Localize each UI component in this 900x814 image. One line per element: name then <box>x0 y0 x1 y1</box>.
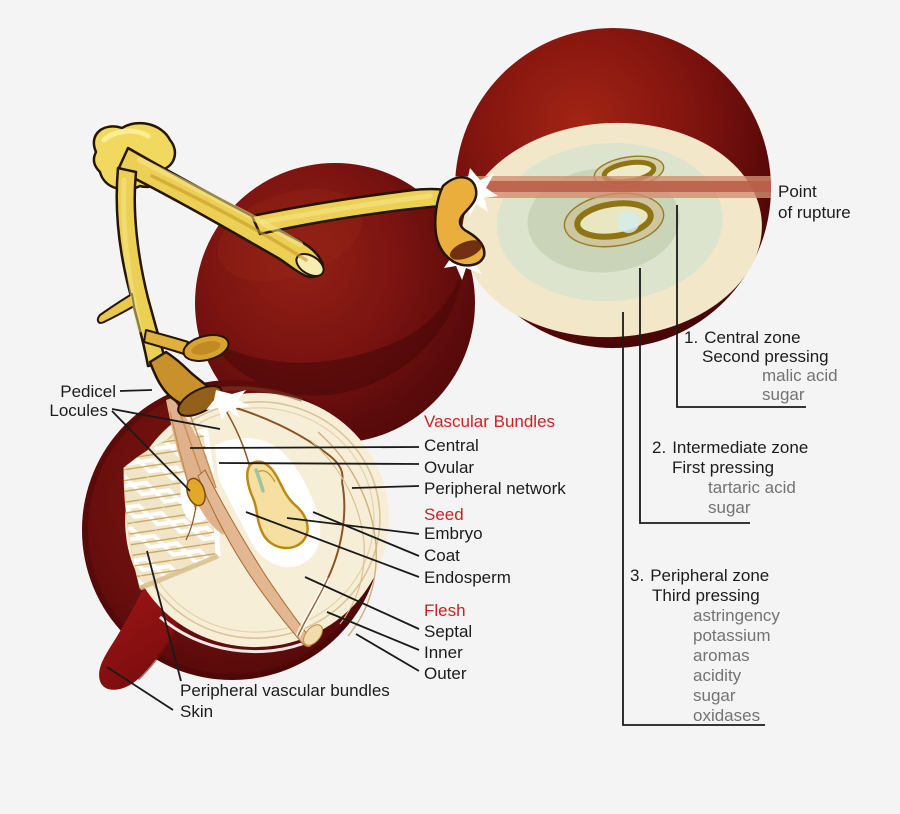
leader-central <box>189 446 420 449</box>
bracket-peripheral-zone <box>622 312 765 726</box>
leader-embryo <box>286 517 420 535</box>
ovule-bundle-blob <box>185 477 206 541</box>
label-ovular: Ovular <box>424 458 475 477</box>
label-septal: Septal <box>424 622 473 641</box>
peripheral-network-arcs <box>309 431 377 637</box>
zone-3-pressing: Third pressing <box>652 586 760 605</box>
leader-inner <box>326 611 420 651</box>
leader-peripheral-vascular-bundles <box>146 550 182 682</box>
bracket-intermediate-zone <box>639 268 750 524</box>
leader-outer <box>355 633 420 672</box>
embryo-streak <box>254 468 265 493</box>
zone-1-name: Central zone <box>704 328 801 347</box>
bracket-central-zone <box>676 205 806 408</box>
pedicel-pad <box>182 334 230 362</box>
label-peripheral-network: Peripheral network <box>424 479 566 498</box>
label-inner: Inner <box>424 643 463 662</box>
seed-in-section <box>245 460 309 550</box>
label-skin: Skin <box>180 702 214 721</box>
zone-block-peripheral: 3.Peripheral zone Third pressing astring… <box>630 566 780 725</box>
zone-block-central: 1.Central zone Second pressing malic aci… <box>684 328 838 404</box>
zone-3-name: Peripheral zone <box>650 566 770 585</box>
heading-vascular-bundles: Vascular Bundles <box>424 412 556 431</box>
zone-3-compound: oxidases <box>693 706 761 725</box>
grape-berry-cut-left <box>82 380 389 690</box>
zone-2-compound: sugar <box>708 498 751 517</box>
zone-block-intermediate: 2.Intermediate zone First pressing tarta… <box>652 438 809 517</box>
leader-locules-1 <box>111 408 221 430</box>
label-outer: Outer <box>424 664 467 683</box>
leader-coat <box>312 511 420 557</box>
leader-locules-2 <box>111 410 191 492</box>
label-pedicel: Pedicel <box>60 382 116 401</box>
leader-septal <box>304 576 420 630</box>
leader-skin <box>106 666 174 711</box>
label-embryo: Embryo <box>424 524 483 543</box>
leader-endosperm <box>245 511 420 578</box>
label-locules: Locules <box>49 401 108 420</box>
zone-2-pressing: First pressing <box>672 458 775 477</box>
label-coat: Coat <box>424 546 460 565</box>
zone-3-compound: aromas <box>693 646 750 665</box>
grape-berry-cut-right <box>455 28 771 348</box>
seed-lower <box>563 192 665 248</box>
leader-pedicel <box>119 389 153 392</box>
zone-2-name: Intermediate zone <box>672 438 809 457</box>
label-endosperm: Endosperm <box>424 568 511 587</box>
zone-1-compound: malic acid <box>762 366 838 385</box>
pedicel-highlights <box>101 128 433 333</box>
label-point-of-rupture: Point of rupture <box>778 182 851 222</box>
heading-flesh: Flesh <box>424 601 466 620</box>
zone-1-pressing: Second pressing <box>702 347 829 366</box>
zone-1-compound: sugar <box>762 385 805 404</box>
label-peripheral-vascular-bundles: Peripheral vascular bundles <box>180 681 390 700</box>
zone-3-compound: astringency <box>693 606 780 625</box>
leader-ovular <box>218 462 420 465</box>
central-vascular-bundle <box>166 398 323 648</box>
zone-3-compound: acidity <box>693 666 742 685</box>
zone-3-compound: potassium <box>693 626 771 645</box>
leader-peripheral-network <box>351 485 420 489</box>
heading-seed: Seed <box>424 505 464 524</box>
cut-face-rim-highlight <box>159 615 313 654</box>
torn-attachment-star-bottom <box>206 390 250 420</box>
label-central: Central <box>424 436 479 455</box>
rupture-band <box>455 176 771 198</box>
zone-3-compound: sugar <box>693 686 736 705</box>
leader-lines <box>106 205 806 726</box>
zone-2-compound: tartaric acid <box>708 478 796 497</box>
pedicel-stem <box>92 121 498 420</box>
